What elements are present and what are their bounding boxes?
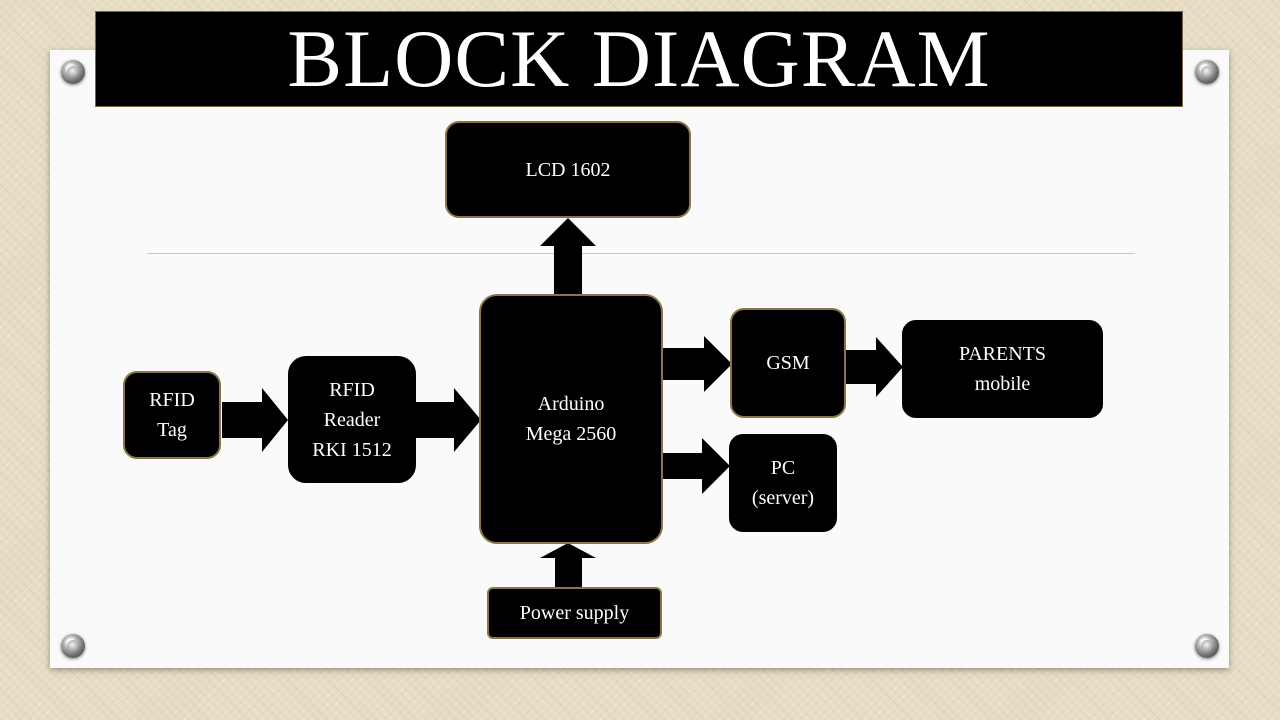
rfid-reader-block: RFID Reader RKI 1512: [288, 356, 416, 483]
arrow-tag-to-reader: [222, 388, 288, 452]
pin-icon: [61, 634, 85, 658]
parents-mobile-label: PARENTS mobile: [958, 343, 1047, 395]
lcd-label: LCD 1602: [525, 158, 611, 181]
pin-icon: [61, 60, 85, 84]
arrow-reader-to-arduino: [416, 388, 481, 452]
power-supply-block: Power supply: [487, 587, 662, 639]
arrow-gsm-to-parents: [846, 337, 903, 397]
power-supply-label: Power supply: [519, 602, 630, 624]
rfid-tag-label: RFID Tag: [149, 389, 195, 441]
divider-line: [147, 253, 1135, 254]
pin-icon: [1195, 60, 1219, 84]
parents-mobile-block: PARENTS mobile: [902, 320, 1103, 418]
pc-server-label: PC (server): [751, 457, 815, 509]
arrow-power-to-arduino: [540, 543, 596, 588]
arrow-arduino-to-lcd: [540, 218, 596, 294]
pin-icon: [1195, 634, 1219, 658]
title-banner: BLOCK DIAGRAM: [95, 11, 1183, 107]
arrow-arduino-to-gsm: [662, 336, 732, 392]
gsm-label: GSM: [766, 352, 810, 374]
arduino-block: Arduino Mega 2560: [479, 294, 663, 544]
rfid-tag-block: RFID Tag: [123, 371, 221, 459]
lcd-block: LCD 1602: [445, 121, 691, 218]
gsm-block: GSM: [730, 308, 846, 418]
pc-server-block: PC (server): [729, 434, 837, 532]
arrow-arduino-to-pc: [662, 438, 730, 494]
rfid-reader-label: RFID Reader RKI 1512: [312, 378, 392, 461]
page-title: BLOCK DIAGRAM: [287, 13, 991, 104]
arduino-label: Arduino Mega 2560: [525, 393, 617, 445]
